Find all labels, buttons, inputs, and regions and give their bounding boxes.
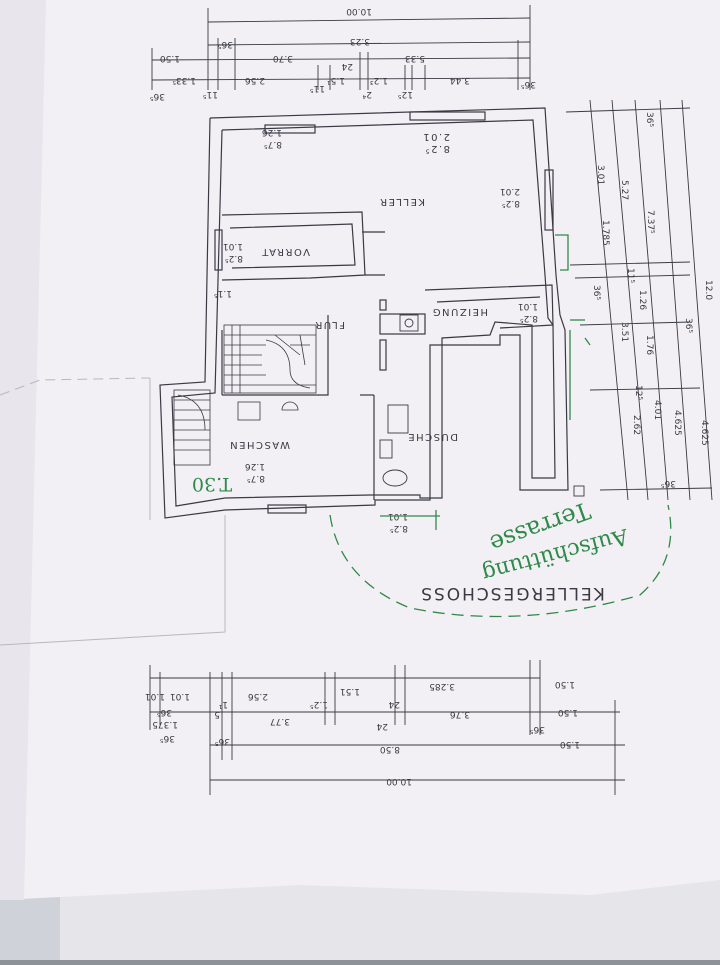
top-dim-b: 3.70 bbox=[273, 53, 293, 63]
green-annotations bbox=[329, 234, 672, 618]
fixtures bbox=[379, 314, 585, 497]
bottom-dim-p: 24 bbox=[388, 699, 400, 709]
right-dim-h: 4.01 bbox=[652, 400, 662, 420]
keller-area2-bot: 8.2⁵ bbox=[502, 198, 520, 208]
right-dim-r: 36⁵ bbox=[661, 478, 676, 488]
paper-sheet bbox=[0, 0, 720, 900]
bottom-dim-f: 3.76 bbox=[450, 709, 470, 719]
top-dim-a: 3.23 bbox=[350, 36, 370, 46]
keller-area-top: 2.01 bbox=[422, 131, 450, 142]
right-dim-i: 7.37⁵ bbox=[645, 210, 655, 234]
right-dim-b: 1.785 bbox=[600, 220, 610, 246]
top-dim-k: 2⁴ bbox=[362, 89, 372, 99]
bottom-dim-k: 1.01 bbox=[170, 691, 190, 701]
stairs bbox=[173, 324, 317, 466]
top-dim-q: 12⁵ bbox=[398, 89, 413, 99]
bottom-dim-r: 1.50 bbox=[555, 679, 575, 689]
top-dim-i: 1.5¹ bbox=[327, 75, 345, 85]
keller-window-bot: 8.7⁵ bbox=[264, 139, 282, 149]
top-dim-d: 5.33 bbox=[405, 53, 425, 63]
room-label-flur: FLUR bbox=[314, 319, 345, 330]
room-label-vorrat: VORRAT bbox=[261, 246, 310, 257]
under-sheet-2 bbox=[60, 880, 720, 960]
top-dim-l: 3.44 bbox=[450, 75, 470, 85]
right-dim-l: 12.0 bbox=[703, 280, 713, 300]
right-dim-e: 5.27 bbox=[619, 180, 629, 200]
bottom-dim-o: 1.51 bbox=[340, 686, 360, 696]
right-dim-d: 2.62 bbox=[631, 415, 641, 435]
bottom-dim-i: 1.50 bbox=[558, 707, 578, 717]
right-dim-o: 36⁵ bbox=[591, 285, 601, 300]
plan-title: KELLERGESCHOSS bbox=[419, 583, 605, 603]
heizung-area-top: 1.01 bbox=[518, 301, 538, 311]
heizung-area-bot: 8.2⁵ bbox=[520, 313, 538, 323]
top-dim-p: 11⁵ bbox=[310, 83, 325, 93]
right-dim-g: 1.76 bbox=[644, 335, 654, 355]
bottom-dimension-chains bbox=[149, 660, 625, 795]
paper-shadow bbox=[0, 0, 46, 900]
top-dim-g: 1.33⁵ bbox=[172, 75, 196, 85]
bottom-dim-j: 36⁵ bbox=[157, 707, 172, 717]
room-label-heizung: HEIZUNG bbox=[431, 306, 488, 317]
room-label-keller: KELLER bbox=[379, 196, 425, 207]
top-dim-o: 11⁵ bbox=[203, 89, 218, 99]
right-dim-k: 4.625 bbox=[699, 420, 709, 446]
bottom-dim-h: 3.77 bbox=[270, 716, 290, 726]
vorrat-area-bot: 8.2⁵ bbox=[225, 253, 243, 263]
right-dim-j: 4.625 bbox=[672, 410, 682, 436]
top-dim-n: 36⁵ bbox=[150, 91, 165, 101]
top-dim-c: 36⁵ bbox=[218, 39, 233, 49]
right-dim-c: 3.51 bbox=[619, 322, 629, 342]
bottom-dim-d: 1.375 bbox=[152, 719, 178, 729]
top-dimension-chains bbox=[151, 5, 531, 90]
walls bbox=[159, 107, 569, 519]
vorrat-area-top: 1.01 bbox=[223, 241, 243, 251]
room-label-dusche: DUSCHE bbox=[407, 431, 458, 442]
right-dim-q: 36⁵ bbox=[683, 318, 693, 333]
guide-line-low bbox=[0, 515, 226, 646]
bottom-dim-l: 1.01 bbox=[145, 691, 165, 701]
bottom-dim-t: 5 bbox=[214, 709, 220, 719]
right-dim-p: 12⁵ bbox=[633, 385, 643, 400]
right-dimension-chains bbox=[565, 99, 713, 501]
flur-area-top: 1.1⁵ bbox=[214, 288, 232, 298]
bottom-dim-g: 24 bbox=[376, 721, 388, 731]
bottom-total-dim: 10.00 bbox=[386, 776, 412, 786]
bottom-dim-m: 2.56 bbox=[248, 691, 268, 701]
bottom-dim-q: 3.285 bbox=[429, 681, 455, 691]
keller-area-bot: 8.2⁵ bbox=[424, 143, 450, 154]
top-total-dim: 10.00 bbox=[346, 6, 372, 16]
right-dim-f: 1.26 bbox=[637, 290, 647, 310]
keller-window-top: 1.26 bbox=[262, 127, 282, 137]
bottom-dim-n: 1.2⁵ bbox=[310, 699, 328, 709]
handwritten-mark: T.30 bbox=[192, 473, 232, 495]
right-dim-m: 36⁵ bbox=[644, 112, 654, 127]
door-note-bot: 8.2⁵ bbox=[390, 523, 408, 533]
top-dim-m: 36⁵ bbox=[521, 79, 536, 89]
bottom-dim-a: 8.50 bbox=[380, 744, 400, 754]
top-dim-j: 1.2³ bbox=[370, 75, 388, 85]
bottom-dim-e: 36⁵ bbox=[530, 724, 545, 734]
waschen-area-bot: 8.7⁵ bbox=[247, 473, 265, 483]
right-dim-n: 11⁵ bbox=[625, 268, 635, 283]
guide-line-left bbox=[0, 377, 151, 396]
top-dim-h: 2.56 bbox=[245, 75, 265, 85]
keller-area2-top: 2.01 bbox=[500, 186, 520, 196]
waschen-area-top: 1.26 bbox=[245, 461, 265, 471]
bottom-dim-c: 36⁵ bbox=[215, 736, 230, 746]
bottom-dim-u: 36⁵ bbox=[160, 733, 175, 743]
bottom-dim-b: 1.50 bbox=[560, 739, 580, 749]
right-dim-a: 3.01 bbox=[595, 165, 605, 185]
room-label-waschen: WASCHEN bbox=[229, 439, 290, 450]
top-dim-f: 1.50 bbox=[160, 53, 180, 63]
bottom-dim-s: 1¹ bbox=[218, 699, 228, 709]
top-dim-e: 24 bbox=[341, 61, 353, 71]
